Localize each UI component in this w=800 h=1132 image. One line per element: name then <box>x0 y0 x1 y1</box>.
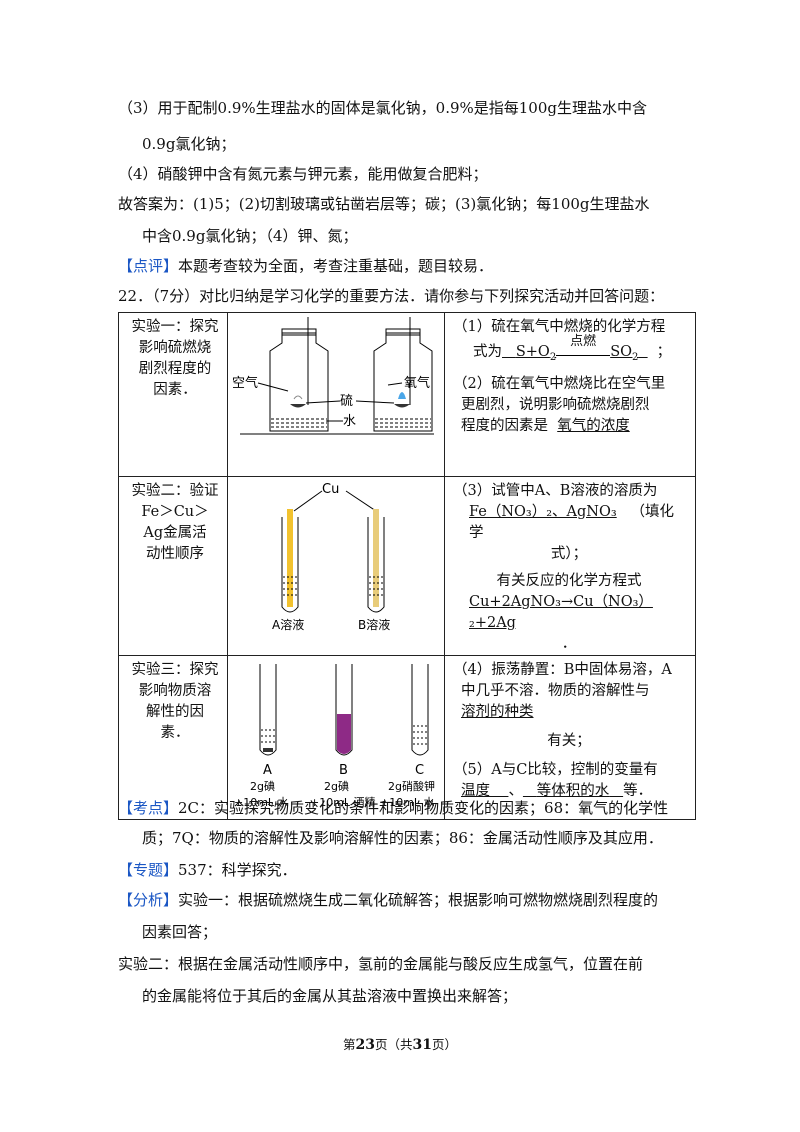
comment-tag: 【点评】 <box>118 257 179 275</box>
final-answer-line-b: 中含0.9g氯化钠；（4）钾、氮； <box>142 227 358 245</box>
page-total: 31 <box>412 1037 432 1053</box>
exp2-figure: Cu A溶液 B溶液 <box>227 476 445 656</box>
sulfur-label: 硫 <box>340 394 353 409</box>
water-label: 水 <box>343 414 356 429</box>
exp2-answers: （3）试管中A、B溶液的溶质为 Fe（NO₃）₂、AgNO₃ （填化学 式）； … <box>444 476 696 656</box>
answer-line-3b: 0.9g氯化钠； <box>142 135 236 153</box>
topic-line: 【专题】537：科学探究． <box>118 861 297 879</box>
exp1-figure: 空气 硫 氧气 水 <box>227 312 445 477</box>
topic-tag: 【专题】 <box>118 861 179 879</box>
question-22-title: 22．（7分）对比归纳是学习化学的重要方法．请你参与下列探究活动并回答问题： <box>118 287 665 305</box>
tube-a-label: A <box>263 763 272 778</box>
table-row: 实验三：探究影响物质溶解性的因素． A B C <box>118 655 696 820</box>
analysis-line-2: 因素回答； <box>142 923 218 941</box>
air-label: 空气 <box>232 375 258 391</box>
knowledge-point-line-2: 质；7Q：物质的溶解性及影响溶解性的因素；86：金属活动性顺序及其应用． <box>142 829 663 847</box>
tube-b-desc-2: +10mL 酒精 <box>310 796 376 809</box>
comment-line: 【点评】本题考查较为全面，考查注重基础，题目较易． <box>118 256 493 276</box>
oxygen-label: 氧气 <box>404 375 430 391</box>
page-number: 23 <box>355 1037 375 1053</box>
knowledge-point-line-1: 【考点】2C：实验探究物质变化的条件和影响物质变化的因素；68：氧气的化学性 <box>118 799 669 817</box>
exp3-answers: （4）振荡静置：B中固体易溶，A 中几乎不溶．物质的溶解性与 溶剂的种类 有关；… <box>444 655 696 820</box>
a-solution-label: A溶液 <box>272 617 304 632</box>
tube-a-desc-1: 2g碘 <box>250 780 275 793</box>
solubility-figure: A B C 2g碘 +10mL 水 2g碘 +10mL 酒精 2g硝酸钾 +10… <box>234 664 435 809</box>
final-answer-line-a: 故答案为：(1)5；(2)切割玻璃或钻凿岩层等；碳；(3)氯化钠；每100g生理… <box>118 195 650 213</box>
exp3-title: 实验三：探究影响物质溶解性的因素． <box>118 655 228 820</box>
copper-label: Cu <box>322 482 339 497</box>
tube-b-label: B <box>339 763 348 778</box>
exp3-figure: A B C 2g碘 +10mL 水 2g碘 +10mL 酒精 2g硝酸钾 +10… <box>227 655 445 820</box>
answer-line-4: （4）硝酸钾中含有氮元素与钾元素，能用做复合肥料； <box>118 165 488 183</box>
table-row: 实验一：探究影响硫燃烧剧烈程度的因素． <box>118 312 696 477</box>
metal-activity-figure: Cu A溶液 B溶液 <box>272 482 390 632</box>
tube-b-desc-1: 2g碘 <box>324 780 349 793</box>
b-solution-label: B溶液 <box>358 617 390 632</box>
tube-c-label: C <box>415 763 424 778</box>
analysis-line-3: 实验二：根据在金属活动性顺序中，氢前的金属能与酸反应生成氢气，位置在前 <box>118 955 644 973</box>
knowledge-point-tag: 【考点】 <box>118 799 179 817</box>
comment-text: 本题考查较为全面，考查注重基础，题目较易． <box>178 257 494 275</box>
tube-c-desc-2: +10mL 水 <box>380 796 435 809</box>
analysis-line-4: 的金属能将位于其后的金属从其盐溶液中置换出来解答； <box>142 987 518 1005</box>
answer-line-3a: （3）用于配制0.9%生理盐水的固体是氯化钠，0.9%是指每100g生理盐水中含 <box>118 99 647 117</box>
tube-c-desc-1: 2g硝酸钾 <box>388 779 435 793</box>
analysis-tag: 【分析】 <box>118 891 179 909</box>
experiment-table: 实验一：探究影响硫燃烧剧烈程度的因素． <box>118 312 696 820</box>
sulfur-combustion-figure: 空气 硫 氧气 水 <box>232 317 434 435</box>
exp1-title: 实验一：探究影响硫燃烧剧烈程度的因素． <box>118 312 228 477</box>
analysis-line-1: 【分析】实验一：根据硫燃烧生成二氧化硫解答；根据影响可燃物燃烧剧烈程度的 <box>118 891 659 909</box>
tube-a-desc-2: +10mL 水 <box>234 796 289 809</box>
page-footer: 第23页（共31页） <box>342 1037 457 1053</box>
